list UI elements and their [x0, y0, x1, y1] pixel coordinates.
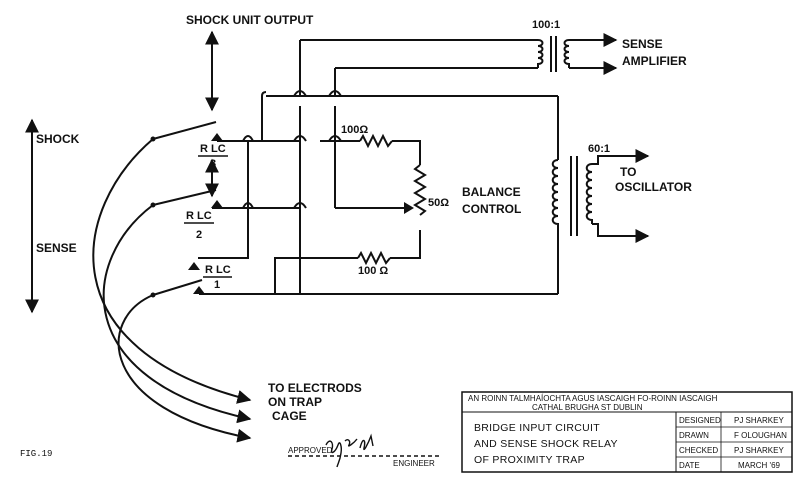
ratio-60-1: 60:1 [588, 143, 610, 155]
wire-crossings [242, 90, 342, 209]
checked-label: CHECKED [679, 446, 718, 455]
ratio-100-1: 100:1 [532, 19, 560, 31]
approval-area: APPROVED ENGINEER [288, 433, 440, 468]
resistor-top [359, 133, 393, 149]
electrodes-label-3: CAGE [272, 409, 307, 423]
rlc3-number: 3 [210, 158, 216, 170]
rlc2-number: 2 [196, 229, 202, 241]
drawn-value: F OLOUGHAN [734, 431, 787, 440]
checked-value: PJ SHARKEY [734, 446, 784, 455]
designed-value: PJ SHARKEY [734, 416, 784, 425]
date-value: MARCH '69 [738, 461, 781, 470]
rlc1-label: R LC [205, 264, 231, 276]
drawing-title-3: OF PROXIMITY TRAP [474, 454, 585, 466]
designed-label: DESIGNED [679, 416, 721, 425]
potentiometer [404, 164, 427, 216]
relay-rlc1 [150, 262, 558, 298]
electrode-leads [92, 138, 252, 443]
approved-label: APPROVED [288, 446, 333, 455]
balance-label-1: BALANCE [462, 185, 521, 199]
drawing-title-1: BRIDGE INPUT CIRCUIT [474, 422, 600, 434]
drawing-title-2: AND SENSE SHOCK RELAY [474, 438, 618, 450]
relay-rlc2 [150, 189, 300, 209]
shock-label: SHOCK [36, 132, 80, 146]
resistor-bottom-value: 100 Ω [358, 265, 388, 277]
sense-label: SENSE [36, 241, 77, 255]
date-label: DATE [679, 461, 700, 470]
drawn-label: DRAWN [679, 431, 709, 440]
rlc2-label: R LC [186, 210, 212, 222]
rlc3-label: R LC [200, 143, 226, 155]
org-line-1: AN ROINN TALMHAÍOCHTA AGUS IASCAIGH FO-R… [468, 394, 718, 403]
transformer-60-1 [551, 149, 650, 243]
org-line-2: CATHAL BRUGHA ST DUBLIN [532, 403, 643, 412]
pot-value: 50Ω [428, 197, 449, 209]
resistor-top-value: 100Ω [341, 124, 368, 136]
engineer-signature [325, 433, 374, 468]
transformer-100-1 [528, 33, 618, 75]
resistor-bottom [357, 250, 391, 266]
electrodes-label-1: TO ELECTRODS [268, 381, 362, 395]
to-osc-label-1: TO [620, 165, 636, 179]
balance-label-2: CONTROL [462, 202, 521, 216]
sense-amp-label-2: AMPLIFIER [622, 54, 687, 68]
rlc1-number: 1 [214, 279, 220, 291]
engineer-label: ENGINEER [393, 459, 435, 468]
figure-number: FIG.19 [20, 449, 52, 459]
wiring [198, 39, 559, 294]
electrodes-label-2: ON TRAP [268, 395, 322, 409]
sense-amp-label-1: SENSE [622, 37, 663, 51]
shock-unit-output-label: SHOCK UNIT OUTPUT [186, 13, 314, 27]
relay-rlc3 [150, 121, 300, 142]
to-osc-label-2: OSCILLATOR [615, 180, 692, 194]
title-block [461, 391, 793, 473]
